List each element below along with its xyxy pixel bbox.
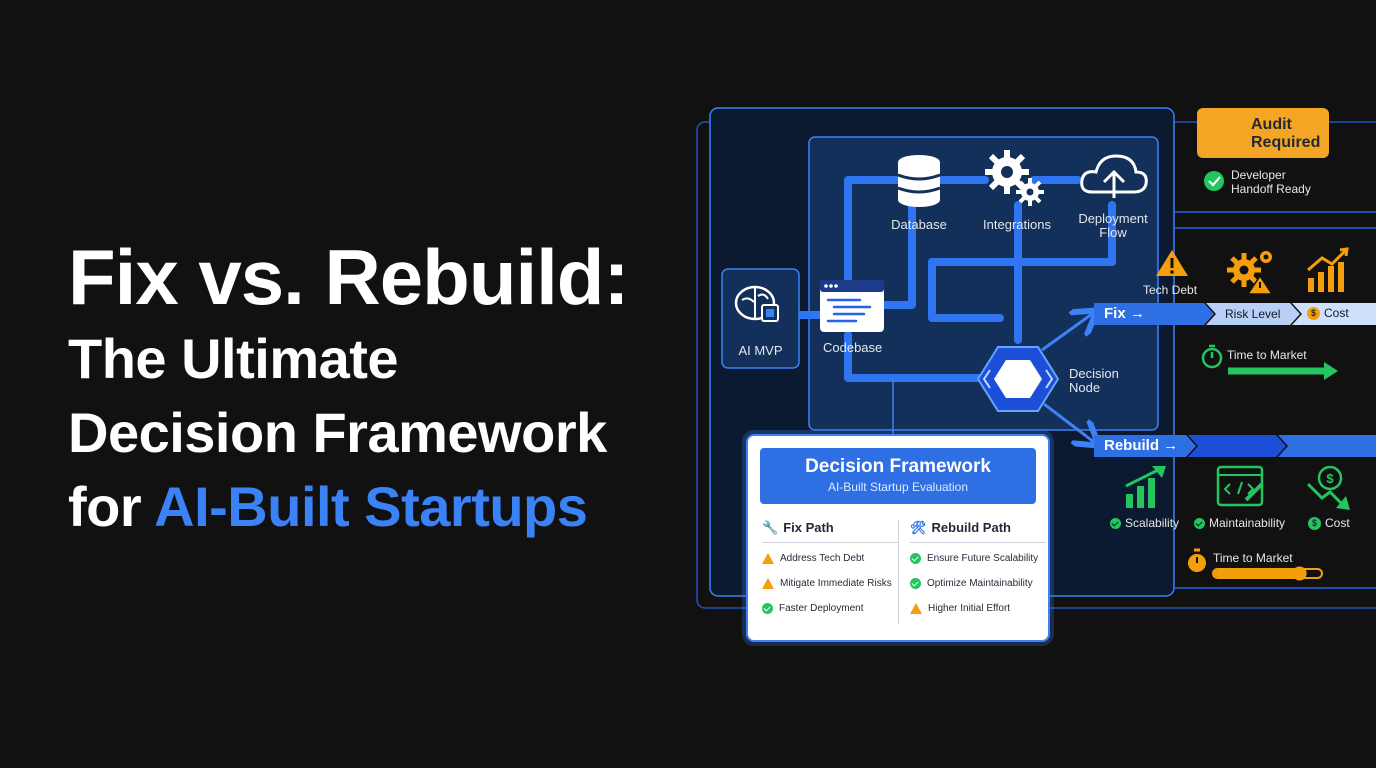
rebuild-cost-text: Cost (1325, 516, 1350, 530)
list-item: Higher Initial Effort (910, 603, 1046, 628)
list-item: Ensure Future Scalability (910, 553, 1046, 578)
list-item-text: Optimize Maintainability (927, 578, 1033, 590)
rebuild-time-slider-fill (1214, 570, 1300, 577)
rebuild-time-slider-track (1212, 568, 1323, 579)
fix-band (1094, 303, 1214, 325)
card-title: Decision Framework (805, 456, 991, 477)
cloud-upload-icon (1080, 154, 1148, 198)
risk-band (1206, 303, 1300, 325)
rebuild-time-to-market-label: Time to Market (1213, 551, 1293, 565)
rebuild-band-2 (1188, 435, 1286, 457)
risk-gears-icon (1227, 251, 1274, 295)
cost-down-icon: $ (1306, 465, 1350, 510)
fix-arrow (1041, 314, 1092, 352)
list-item-text: Higher Initial Effort (928, 603, 1011, 615)
maintainability-text: Maintainability (1209, 516, 1286, 530)
decision-framework-card: Decision Framework AI-Built Startup Eval… (746, 434, 1050, 642)
headline-accent: AI-Built Startups (154, 475, 588, 538)
rebuild-cost-label: $ Cost (1308, 516, 1350, 531)
integrations-label: Integrations (983, 217, 1051, 232)
fix-path-header: 🔧Fix Path (762, 520, 898, 543)
headline-line-3: Decision Framework (68, 401, 607, 464)
check-icon (910, 578, 921, 589)
decision-label-2: Node (1069, 380, 1101, 395)
database-icon (897, 155, 941, 207)
gears-icon (985, 150, 1044, 206)
brain-chip-icon (734, 285, 779, 322)
ai-mvp-label: AI MVP (738, 343, 783, 358)
database-label: Database (891, 217, 947, 232)
tools-icon: 🛠 (910, 520, 927, 535)
fix-time-to-market-label: Time to Market (1227, 348, 1307, 362)
rebuild-band-3 (1278, 435, 1376, 457)
warning-icon (762, 553, 774, 564)
warning-icon (910, 603, 922, 614)
deployment-label-2: Flow (1099, 225, 1127, 240)
headline-for: for (68, 475, 142, 538)
handoff-line-1: Developer (1231, 168, 1286, 182)
fix-cost-text: Cost (1324, 306, 1349, 320)
list-item: Mitigate Immediate Risks (762, 578, 898, 603)
card-subtitle: AI-Built Startup Evaluation (827, 480, 969, 494)
list-item-text: Address Tech Debt (780, 553, 865, 565)
headline-line-2: The Ultimate (68, 327, 399, 390)
fix-cost-label: $ Cost (1307, 306, 1349, 321)
handoff-check-icon (1204, 171, 1224, 191)
tech-debt-label: Tech Debt (1143, 283, 1198, 297)
risk-level-label: Risk Level (1225, 307, 1281, 321)
scalability-label: Scalability (1110, 516, 1179, 531)
warning-icon (762, 578, 774, 589)
rebuild-arrow (1043, 402, 1094, 442)
coin-icon: $ (1307, 307, 1320, 321)
scalability-text: Scalability (1125, 516, 1180, 530)
rebuild-path-header: 🛠Rebuild Path (910, 520, 1046, 543)
maintainability-code-icon (1216, 465, 1264, 507)
list-item-text: Faster Deployment (779, 603, 864, 615)
card-header: Decision Framework AI-Built Startup Eval… (760, 448, 1036, 504)
headline: Fix vs. Rebuild: The Ultimate Decision F… (68, 232, 668, 544)
cost-chart-icon (1307, 247, 1349, 292)
headline-line-4: for AI-Built Startups (68, 470, 668, 544)
check-icon (762, 603, 773, 614)
decision-label-1: Decision (1069, 366, 1119, 381)
right-panel-border (1174, 211, 1376, 589)
maintainability-label: Maintainability (1194, 516, 1285, 531)
check-icon (1194, 518, 1205, 530)
list-item-text: Mitigate Immediate Risks (780, 578, 892, 590)
rebuild-path-label: Rebuild → (1104, 437, 1179, 454)
audit-line-2: Required (1251, 134, 1321, 151)
rebuild-band (1094, 435, 1196, 457)
scalability-chart-icon (1125, 466, 1166, 508)
list-item: Address Tech Debt (762, 553, 898, 578)
handoff-line-2: Handoff Ready (1231, 182, 1311, 196)
codebase-label: Codebase (823, 340, 883, 355)
rebuild-stopwatch-icon (1188, 548, 1206, 572)
rebuild-time-slider-knob (1292, 566, 1307, 581)
headline-line-1: Fix vs. Rebuild: (68, 233, 629, 321)
check-icon (910, 553, 921, 564)
inner-panel (808, 136, 1159, 431)
svg-text:$: $ (1326, 471, 1334, 486)
check-icon (1110, 518, 1121, 530)
wrench-icon: 🔧 (762, 520, 779, 535)
coin-icon: $ (1308, 517, 1321, 531)
tech-debt-warning-icon (1156, 250, 1188, 276)
list-item: Optimize Maintainability (910, 578, 1046, 603)
list-item-text: Ensure Future Scalability (927, 553, 1039, 565)
flow-connectors (795, 176, 1116, 382)
fix-stopwatch-icon (1201, 344, 1223, 369)
fix-path-label: Fix → (1104, 305, 1145, 322)
deployment-label-1: Deployment (1078, 211, 1148, 226)
card-divider (898, 520, 899, 624)
list-item: Faster Deployment (762, 603, 898, 628)
audit-line-1: Audit (1251, 116, 1292, 133)
